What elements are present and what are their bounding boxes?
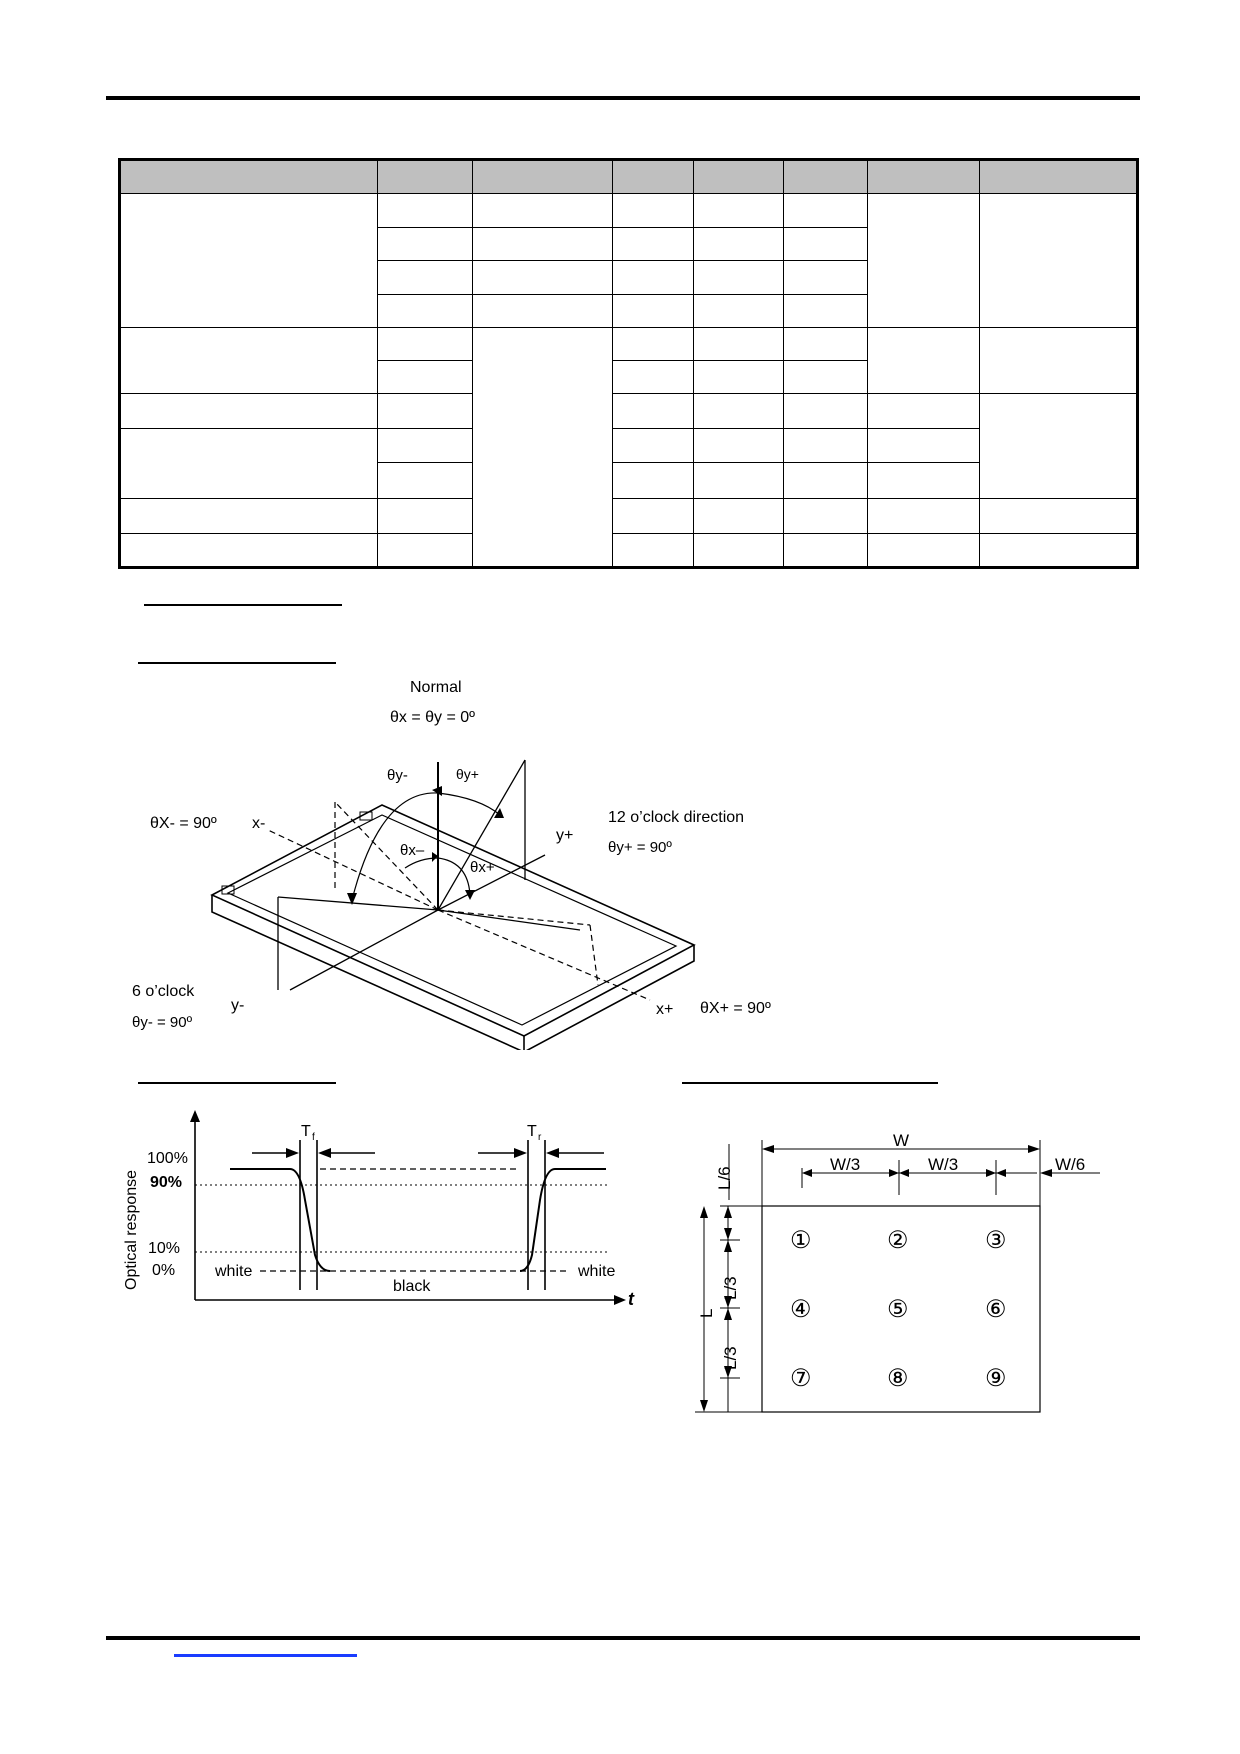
measure-point-9: ⑨ <box>985 1365 1007 1392</box>
label-normal: Normal <box>410 679 462 696</box>
bottom-rule <box>106 1636 1140 1640</box>
table-row <box>118 428 1138 499</box>
label-theta-x-minus: θx– <box>400 842 425 859</box>
label-tr-sub: r <box>538 1132 542 1143</box>
table-row <box>118 193 1139 328</box>
label-y-minus: y- <box>231 997 244 1014</box>
label-w3-a: W/3 <box>830 1155 860 1174</box>
top-rule <box>106 96 1140 100</box>
label-l6: L/6 <box>715 1166 734 1190</box>
label-theta-x-minus-90: θX- = 90º <box>150 815 217 832</box>
label-theta-x-plus-90: θX+ = 90º <box>700 1000 771 1017</box>
table-row <box>118 498 1139 534</box>
label-black: black <box>393 1278 431 1295</box>
label-w: W <box>893 1131 909 1150</box>
label-white-right: white <box>577 1263 615 1280</box>
label-twelve-oclock: 12 o’clock direction <box>608 809 744 826</box>
table-header-row <box>118 158 1139 194</box>
label-t-axis: t <box>628 1289 635 1309</box>
label-pct-0: 0% <box>152 1262 175 1279</box>
note-underline <box>144 604 342 606</box>
measure-point-1: ① <box>790 1227 812 1254</box>
section-heading-underline-viewing-angle <box>138 662 336 664</box>
label-y-plus: y+ <box>556 827 573 844</box>
label-white-left: white <box>214 1263 252 1280</box>
label-theta-y-plus-90: θy+ = 90º <box>608 839 672 856</box>
label-w6: W/6 <box>1055 1155 1085 1174</box>
measure-point-6: ⑥ <box>985 1296 1007 1323</box>
table-row <box>120 294 1138 328</box>
label-tf: T <box>301 1123 311 1140</box>
measuring-points-diagram: W W/3 W/3 W/6 L/6 L/3 L/3 L ① ② ③ ④ ⑤ ⑥ … <box>695 1131 1100 1413</box>
label-w3-b: W/3 <box>928 1155 958 1174</box>
label-x-plus: x+ <box>656 1001 673 1018</box>
label-tr: T <box>527 1123 537 1140</box>
label-pct-90: 90% <box>150 1174 182 1191</box>
optical-spec-table <box>118 158 1139 569</box>
label-theta-y-plus: θy+ <box>456 766 479 782</box>
label-x-minus: x- <box>252 815 265 832</box>
label-pct-10: 10% <box>148 1240 180 1257</box>
response-time-diagram: T f T r 100% 90% 10% 0% white black whit… <box>123 1110 635 1309</box>
table-row <box>118 327 1139 568</box>
measure-point-2: ② <box>887 1227 909 1254</box>
label-tf-sub: f <box>312 1132 315 1143</box>
measure-point-5: ⑤ <box>887 1296 909 1323</box>
measure-point-4: ④ <box>790 1296 812 1323</box>
label-optical-response: Optical response <box>123 1170 140 1290</box>
label-l3-a: L/3 <box>721 1276 740 1300</box>
footer-link[interactable] <box>174 1654 357 1657</box>
measure-point-3: ③ <box>985 1227 1007 1254</box>
table-row <box>120 260 1138 295</box>
table-row <box>118 533 1139 568</box>
label-l3-b: L/3 <box>721 1346 740 1370</box>
label-theta-x-plus: θx+ <box>470 859 495 876</box>
label-normal-angle: θx = θy = 0º <box>390 709 475 726</box>
table-row <box>120 462 1138 499</box>
label-pct-100: 100% <box>147 1150 188 1167</box>
viewing-angle-diagram: Normal θx = θy = 0º θy- θy+ θX- = 90º x-… <box>132 679 771 1050</box>
measure-point-8: ⑧ <box>887 1365 909 1392</box>
label-l: L <box>697 1309 716 1318</box>
section-heading-underline-response <box>138 1082 336 1084</box>
measure-point-7: ⑦ <box>790 1365 812 1392</box>
label-six-oclock: 6 o’clock <box>132 983 195 1000</box>
table-row <box>118 393 1139 499</box>
label-theta-y-minus: θy- <box>387 767 408 784</box>
section-heading-underline-points <box>682 1082 938 1084</box>
label-theta-y-minus-90: θy- = 90º <box>132 1014 193 1031</box>
